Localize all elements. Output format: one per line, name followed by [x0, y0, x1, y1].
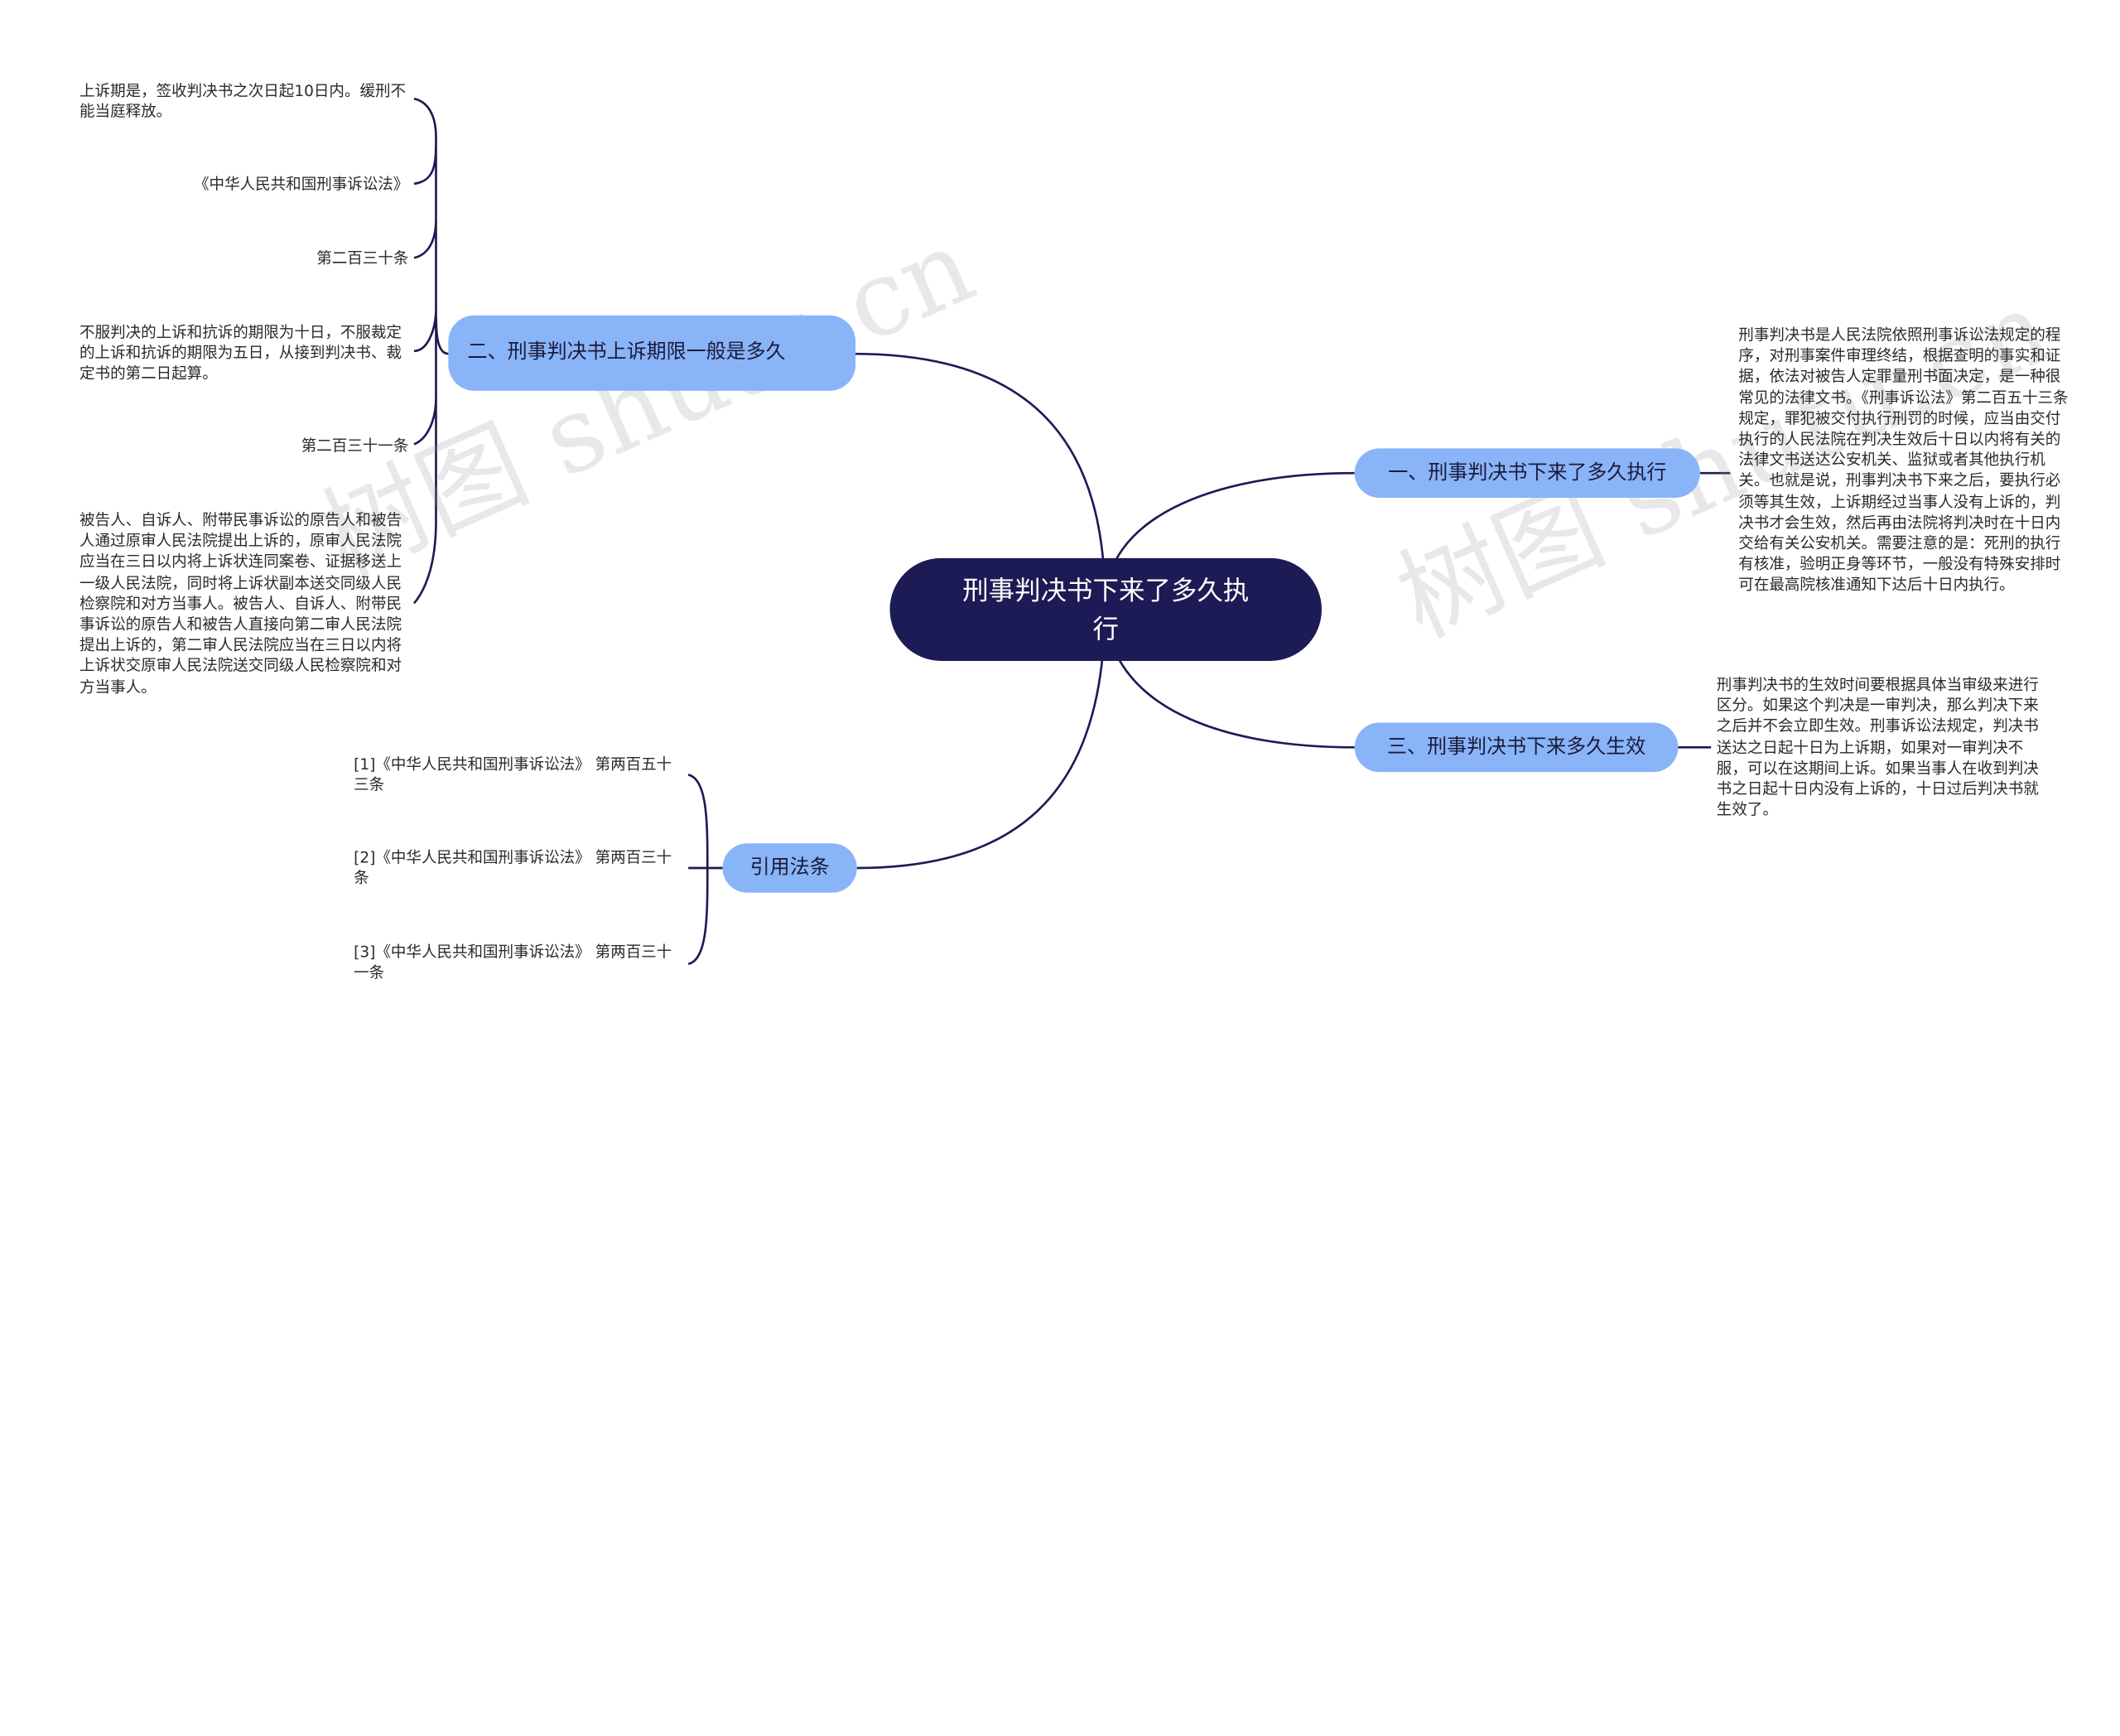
branch-label: 二、刑事判决书上诉期限一般是多久	[467, 341, 786, 364]
branch-label: 一、刑事判决书下来了多久执行	[1388, 461, 1667, 484]
link-b4-bracket	[687, 774, 723, 966]
leaf-effective-text: 刑事判决书的生效时间要根据具体当审级来进行区分。如果这个判决是一审判决，那么判决…	[1716, 676, 2039, 819]
link-root-b2	[854, 352, 1106, 604]
branch-effective-time[interactable]: 三、刑事判决书下来多久生效	[1354, 722, 1679, 773]
leaf-article-230-text: 不服判决的上诉和抗诉的期限为十日，不服裁定的上诉和抗诉的期限为五日，从接到判决书…	[80, 323, 402, 383]
branch-execution-time[interactable]: 一、刑事判决书下来了多久执行	[1354, 448, 1700, 498]
leaf-cited-law-3: [3]《中华人民共和国刑事诉讼法》 第两百三十一条	[354, 943, 672, 982]
leaf-article-231-text: 被告人、自诉人、附带民事诉讼的原告人和被告人通过原审人民法院提出上诉的，原审人民…	[80, 511, 402, 697]
branch-label: 引用法条	[749, 856, 830, 879]
leaf-execution-text: 刑事判决书是人民法院依照刑事诉讼法规定的程序，对刑事案件审理终结，根据查明的事实…	[1738, 326, 2069, 595]
branch-label: 三、刑事判决书下来多久生效	[1387, 735, 1646, 758]
link-root-b4	[856, 603, 1106, 870]
leaf-appeal-period: 上诉期是，签收判决书之次日起10日内。缓刑不能当庭释放。	[80, 82, 407, 122]
link-b2-bracket	[412, 97, 449, 605]
leaf-article-231: 第二百三十一条	[301, 437, 409, 456]
branch-cited-laws[interactable]: 引用法条	[722, 843, 857, 893]
root-node[interactable]: 刑事判决书下来了多久执行	[889, 557, 1322, 661]
leaf-article-230: 第二百三十条	[316, 249, 409, 268]
root-label: 刑事判决书下来了多久执行	[962, 575, 1250, 644]
branch-upeal-deadline[interactable]: 二、刑事判决书上诉期限一般是多久	[448, 315, 856, 391]
leaf-law-title: 《中华人民共和国刑事诉讼法》	[194, 175, 409, 194]
leaf-cited-law-2: [2]《中华人民共和国刑事诉讼法》 第两百三十条	[354, 848, 672, 888]
leaf-cited-law-1: [1]《中华人民共和国刑事诉讼法》 第两百五十三条	[354, 755, 672, 794]
